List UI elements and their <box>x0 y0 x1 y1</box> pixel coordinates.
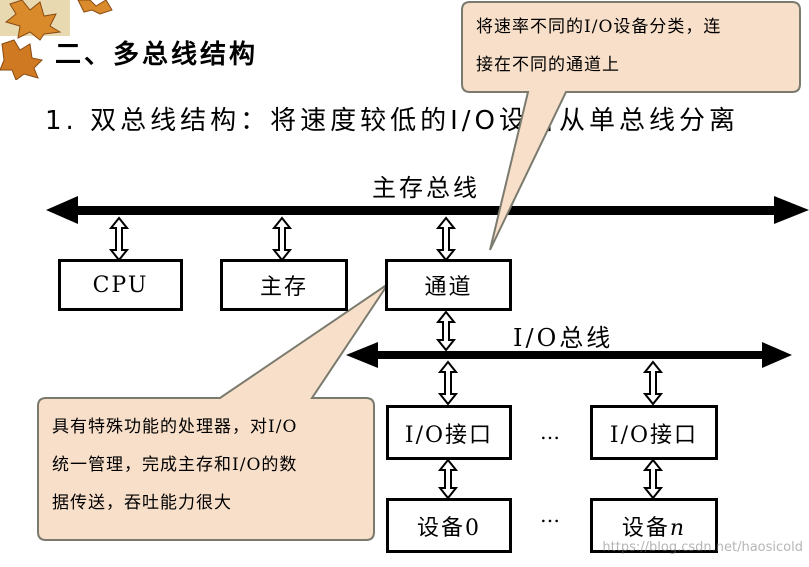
io-bus-label: I/O总线 <box>513 324 614 352</box>
connector-io-interface-1 <box>437 360 459 406</box>
device-n-box: 设备n <box>590 498 718 553</box>
device-0-box: 设备0 <box>386 498 512 553</box>
io-interface-label-2: I/O接口 <box>609 422 699 448</box>
io-interface-box-2: I/O接口 <box>590 405 718 460</box>
io-interface-label-1: I/O接口 <box>404 422 494 448</box>
connector-channel-top <box>435 216 457 262</box>
main-bus-arrow <box>46 196 809 224</box>
section-heading: 二、多总线结构 <box>55 40 259 70</box>
device-n-label: 设备n <box>622 510 686 542</box>
subheading: 1. 双总线结构：将速度较低的I/O设备从单总线分离 <box>45 106 739 136</box>
ellipsis-interfaces: … <box>540 420 563 444</box>
device-0-label: 设备0 <box>417 515 481 541</box>
connector-io-interface-2 <box>642 360 664 406</box>
callout-top-line-2: 接在不同的通道上 <box>476 55 620 75</box>
connector-memory <box>271 216 293 262</box>
leaf-decoration-icon <box>0 0 120 84</box>
watermark: https://blog.csdn.net/haosicold <box>602 540 803 555</box>
callout-top-bubble <box>461 1 801 251</box>
device-n-prefix: 设备 <box>621 515 670 541</box>
callout-bottom-line-2: 统一管理，完成主存和I/O的数 <box>52 455 298 475</box>
callout-top-line-1: 将速率不同的I/O设备分类，连 <box>476 17 722 37</box>
callout-top-text: 将速率不同的I/O设备分类，连 接在不同的通道上 <box>476 8 721 84</box>
callout-bottom-line-3: 据传送，吞吐能力很大 <box>52 493 232 513</box>
callout-bottom-line-1: 具有特殊功能的处理器，对I/O <box>52 417 298 437</box>
connector-channel-bottom <box>435 310 457 352</box>
main-bus-label: 主存总线 <box>372 174 480 202</box>
connector-cpu <box>108 216 130 262</box>
callout-bottom-text: 具有特殊功能的处理器，对I/O 统一管理，完成主存和I/O的数 据传送，吞吐能力… <box>52 408 297 522</box>
ellipsis-devices: … <box>540 503 563 527</box>
connector-device-n <box>642 458 664 500</box>
memory-box: 主存 <box>220 259 348 311</box>
channel-box: 通道 <box>385 259 512 311</box>
cpu-label: CPU <box>92 272 149 298</box>
memory-label: 主存 <box>259 275 308 300</box>
cpu-box: CPU <box>58 259 183 311</box>
io-interface-box-1: I/O接口 <box>386 405 512 460</box>
channel-label: 通道 <box>424 275 473 300</box>
device-n-var: n <box>669 515 687 541</box>
io-bus-arrow <box>346 342 792 368</box>
connector-device-0 <box>437 458 459 500</box>
callout-bottom-bubble <box>37 283 389 541</box>
